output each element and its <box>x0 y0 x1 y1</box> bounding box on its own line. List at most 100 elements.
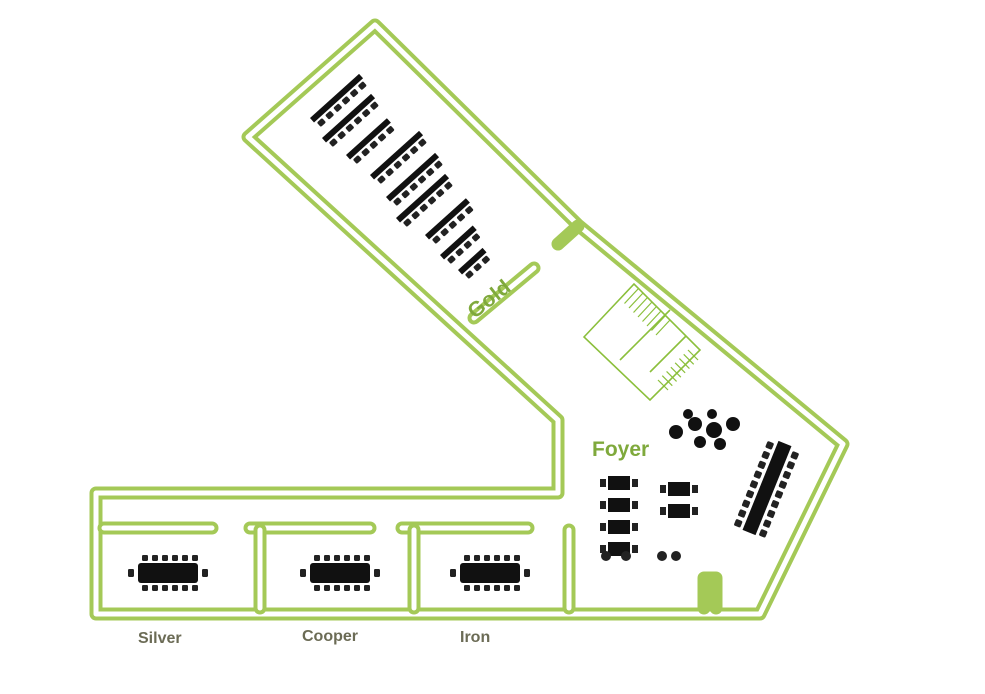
chair-icon <box>344 555 350 561</box>
chair-icon <box>734 519 743 528</box>
chair-icon <box>671 551 681 561</box>
chair-icon <box>660 485 666 493</box>
chair-icon <box>314 585 320 591</box>
chair-icon <box>741 499 751 508</box>
chair-icon <box>393 197 402 206</box>
chair-icon <box>761 451 770 460</box>
chair-icon <box>738 509 747 518</box>
chair-icon <box>341 96 350 105</box>
chair-icon <box>524 569 530 577</box>
chair-icon <box>162 585 168 591</box>
seating-row <box>396 173 453 227</box>
chair-icon <box>162 555 168 561</box>
table <box>660 482 698 496</box>
chair-icon <box>419 203 428 212</box>
chair-icon <box>401 153 410 162</box>
chair-icon <box>334 555 340 561</box>
seating-row <box>310 73 367 127</box>
chair-icon <box>753 470 762 479</box>
chair-icon <box>632 501 638 509</box>
seating-row <box>370 130 427 184</box>
chair-icon <box>385 168 394 177</box>
chair-icon <box>601 551 611 561</box>
chair-icon <box>333 103 342 112</box>
seating-row <box>386 152 443 206</box>
staircase-icon <box>582 282 702 402</box>
chair-icon <box>152 555 158 561</box>
chair-icon <box>386 126 395 135</box>
chair-icon <box>600 545 606 553</box>
chair-icon <box>464 585 470 591</box>
chair-icon <box>436 189 445 198</box>
chair-icon <box>774 490 784 499</box>
chair-icon <box>403 218 412 227</box>
chair-icon <box>409 182 418 191</box>
chair-icon <box>364 555 370 561</box>
desk <box>370 130 424 180</box>
chair-icon <box>202 569 208 577</box>
desk <box>386 152 440 202</box>
chair-icon <box>152 585 158 591</box>
chair-icon <box>364 585 370 591</box>
chair-icon <box>418 138 427 147</box>
chair-icon <box>786 461 795 470</box>
room-label-cooper: Cooper <box>302 628 358 645</box>
chair-icon <box>790 451 799 460</box>
chair-icon <box>361 148 370 157</box>
chair-icon <box>337 131 346 140</box>
chair-icon <box>353 116 362 125</box>
chair-icon <box>763 519 772 528</box>
chair-icon <box>621 551 631 561</box>
conference-table-icon <box>128 555 208 591</box>
chair-icon <box>464 555 470 561</box>
desk <box>425 198 470 240</box>
chair-icon <box>484 555 490 561</box>
chair-icon <box>471 233 480 242</box>
chair-icon <box>632 479 638 487</box>
chair-icon <box>473 263 482 272</box>
chair-icon <box>324 585 330 591</box>
chair-icon <box>474 585 480 591</box>
chair-icon <box>434 160 443 169</box>
chair-icon <box>362 109 371 118</box>
foyer-furniture <box>600 409 799 561</box>
chair-icon <box>350 89 359 98</box>
room-label-foyer: Foyer <box>592 438 649 461</box>
chair-icon <box>778 480 787 489</box>
chair-icon <box>494 585 500 591</box>
chair-icon <box>757 460 766 469</box>
chair-icon <box>344 585 350 591</box>
chair-icon <box>128 569 134 577</box>
chair-icon <box>354 555 360 561</box>
seating-row <box>346 118 395 164</box>
chair-icon <box>353 155 362 164</box>
seating-row <box>440 225 480 264</box>
chair-icon <box>345 123 354 132</box>
room-label-iron: Iron <box>460 629 490 646</box>
chair-icon <box>749 480 759 489</box>
chair-icon <box>192 585 198 591</box>
foyer-tables <box>600 476 698 561</box>
chair-icon <box>426 168 435 177</box>
room-label-silver: Silver <box>138 630 182 647</box>
chair-icon <box>393 160 402 169</box>
chair-icon <box>657 551 667 561</box>
chair-icon <box>172 585 178 591</box>
chair-icon <box>329 138 338 147</box>
chair-icon <box>770 500 780 509</box>
chair-icon <box>632 545 638 553</box>
chair-icon <box>456 213 465 222</box>
chair-icon <box>314 555 320 561</box>
chair-icon <box>692 485 698 493</box>
chair-icon <box>692 507 698 515</box>
chair-icon <box>766 509 776 519</box>
chair-icon <box>514 555 520 561</box>
foyer-long-table <box>742 440 792 536</box>
chair-icon <box>745 489 755 499</box>
chair-icon <box>401 190 410 199</box>
chair-icon <box>192 555 198 561</box>
chair-icon <box>444 181 453 190</box>
chair-icon <box>632 523 638 531</box>
desk <box>458 247 487 275</box>
